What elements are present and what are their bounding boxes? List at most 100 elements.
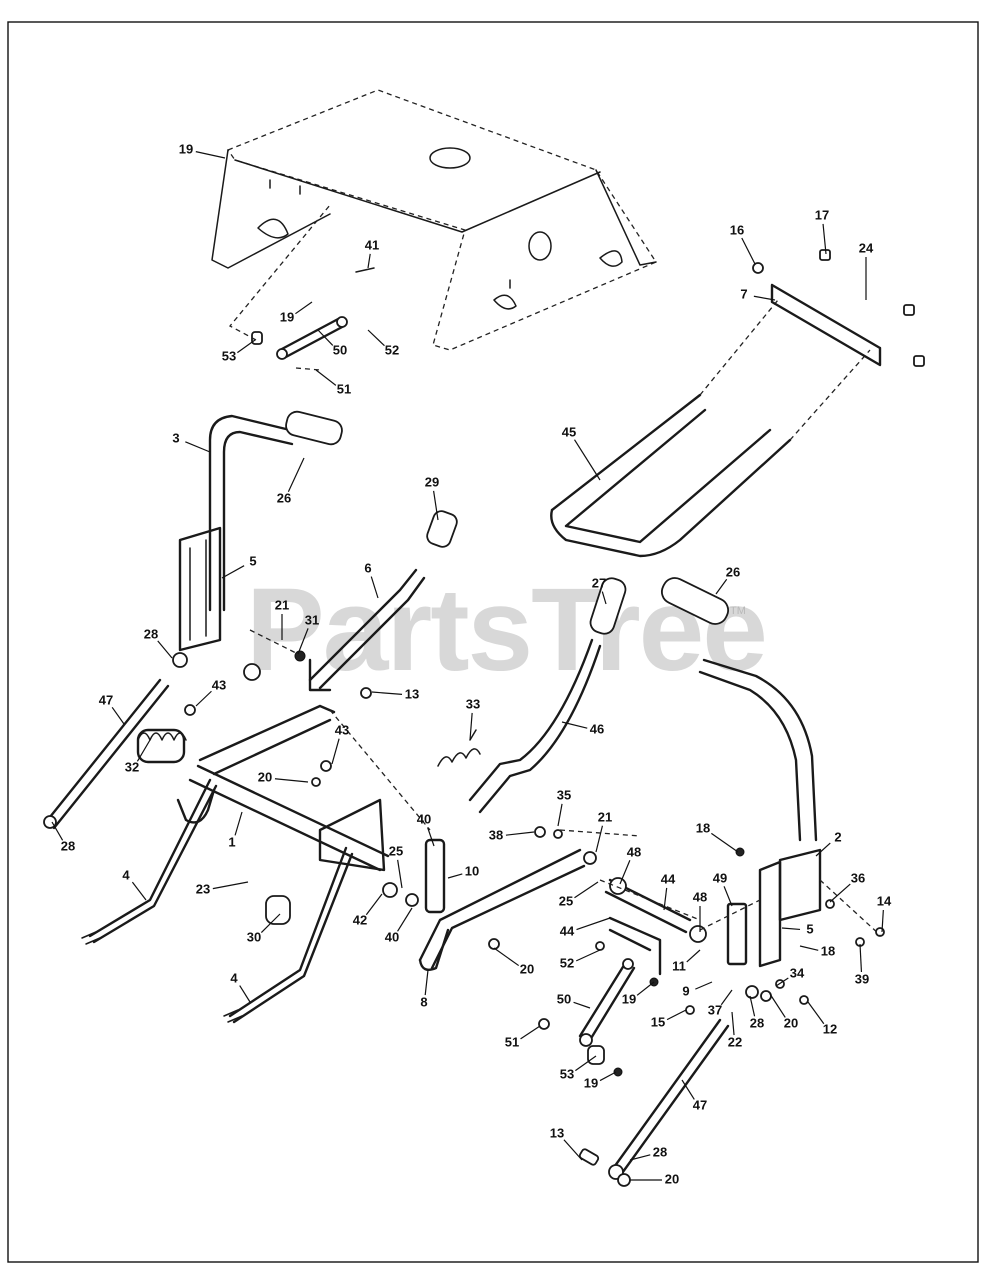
callout-label-38: 38 bbox=[489, 827, 503, 842]
callout-leader-19 bbox=[295, 301, 313, 315]
left-lever-assembly bbox=[172, 410, 343, 681]
callout-label-28: 28 bbox=[653, 1144, 667, 1159]
callout-label-53: 53 bbox=[222, 348, 236, 363]
callout-leader-7 bbox=[753, 295, 776, 301]
watermark-trademark: TM bbox=[730, 605, 746, 617]
callout-leader-28 bbox=[749, 995, 756, 1017]
callout-leader-34 bbox=[775, 977, 789, 987]
callout-leader-53 bbox=[575, 1055, 597, 1072]
callout-leader-26 bbox=[287, 457, 305, 493]
callout-leader-51 bbox=[520, 1025, 541, 1040]
callout-label-20: 20 bbox=[784, 1015, 798, 1030]
callout-label-36: 36 bbox=[851, 870, 865, 885]
callout-label-18: 18 bbox=[821, 943, 835, 958]
callout-leader-27 bbox=[601, 591, 607, 605]
callout-leader-20 bbox=[769, 993, 786, 1018]
callout-leader-52 bbox=[367, 329, 385, 347]
callout-leader-11 bbox=[686, 949, 701, 963]
callout-label-43: 43 bbox=[335, 722, 349, 737]
callout-label-33: 33 bbox=[466, 696, 480, 711]
callout-label-19: 19 bbox=[280, 309, 294, 324]
callout-label-19: 19 bbox=[179, 141, 193, 156]
callout-label-52: 52 bbox=[560, 955, 574, 970]
callout-leader-43 bbox=[331, 738, 340, 765]
callout-leader-40 bbox=[397, 907, 413, 932]
callout-leader-30 bbox=[260, 913, 281, 933]
callout-label-28: 28 bbox=[144, 626, 158, 641]
callout-leader-9 bbox=[695, 981, 713, 990]
callout-leader-19 bbox=[195, 151, 226, 159]
callout-leader-32 bbox=[136, 739, 151, 762]
callout-leader-49 bbox=[723, 886, 733, 907]
callout-label-4: 4 bbox=[122, 867, 130, 882]
callout-label-29: 29 bbox=[425, 474, 439, 489]
callout-label-19: 19 bbox=[622, 991, 636, 1006]
callout-leader-25 bbox=[397, 859, 403, 889]
callout-label-2: 2 bbox=[834, 829, 841, 844]
callout-leader-20 bbox=[493, 947, 520, 967]
callout-label-35: 35 bbox=[557, 787, 571, 802]
callout-label-37: 37 bbox=[708, 1002, 722, 1017]
callout-label-30: 30 bbox=[247, 929, 261, 944]
callout-leader-5 bbox=[221, 565, 245, 579]
callout-label-25: 25 bbox=[389, 843, 403, 858]
callout-leader-19 bbox=[636, 981, 655, 996]
callout-leader-19 bbox=[599, 1071, 617, 1082]
callout-leader-1 bbox=[234, 811, 243, 836]
callout-label-50: 50 bbox=[557, 991, 571, 1006]
callout-label-5: 5 bbox=[249, 553, 256, 568]
callout-leader-26 bbox=[715, 578, 728, 595]
deck-housing bbox=[211, 89, 657, 351]
callout-label-24: 24 bbox=[859, 240, 874, 255]
callout-leader-44 bbox=[663, 887, 668, 911]
callout-leader-44 bbox=[576, 917, 611, 931]
callout-label-3: 3 bbox=[172, 430, 179, 445]
callout-leader-4 bbox=[131, 881, 147, 901]
callout-label-14: 14 bbox=[877, 893, 892, 908]
callout-label-45: 45 bbox=[562, 424, 576, 439]
callout-label-6: 6 bbox=[364, 560, 371, 575]
callout-leader-45 bbox=[573, 439, 601, 481]
alignment-lines bbox=[249, 629, 881, 936]
callout-leader-51 bbox=[315, 369, 337, 386]
callout-leader-42 bbox=[365, 893, 383, 916]
callout-leader-50 bbox=[317, 329, 334, 346]
callout-label-13: 13 bbox=[405, 686, 419, 701]
callout-label-41: 41 bbox=[365, 237, 379, 252]
callout-label-32: 32 bbox=[125, 759, 139, 774]
callout-leader-52 bbox=[575, 949, 601, 962]
callout-label-7: 7 bbox=[740, 286, 747, 301]
callout-leader-35 bbox=[557, 803, 563, 827]
callout-label-21: 21 bbox=[598, 809, 612, 824]
callout-label-34: 34 bbox=[790, 965, 805, 980]
callout-label-44: 44 bbox=[661, 871, 676, 886]
callout-label-44: 44 bbox=[560, 923, 575, 938]
callout-leader-39 bbox=[859, 943, 863, 973]
callout-label-48: 48 bbox=[627, 844, 641, 859]
callout-leader-22 bbox=[731, 1011, 735, 1036]
callout-leader-12 bbox=[807, 1001, 825, 1025]
right-linkage-components bbox=[538, 877, 809, 1077]
callout-label-5: 5 bbox=[806, 921, 813, 936]
callout-label-23: 23 bbox=[196, 881, 210, 896]
callout-label-26: 26 bbox=[726, 564, 740, 579]
callout-label-47: 47 bbox=[693, 1097, 707, 1112]
callout-label-1: 1 bbox=[228, 834, 235, 849]
right-lever-assembly bbox=[660, 577, 885, 968]
cross-shaft-1 bbox=[136, 704, 419, 925]
callout-leader-13 bbox=[371, 691, 403, 695]
callout-label-31: 31 bbox=[305, 612, 319, 627]
callout-label-20: 20 bbox=[520, 961, 534, 976]
callout-leader-33 bbox=[469, 712, 473, 741]
callout-label-25: 25 bbox=[559, 893, 573, 908]
callout-leader-18 bbox=[799, 945, 819, 951]
callout-leader-20 bbox=[274, 778, 309, 783]
callout-leader-14 bbox=[881, 909, 884, 933]
callout-leader-13 bbox=[563, 1139, 583, 1161]
callout-leader-53 bbox=[237, 339, 256, 354]
callout-label-53: 53 bbox=[560, 1066, 574, 1081]
callout-leader-28 bbox=[157, 640, 173, 659]
linkage-rods bbox=[43, 678, 730, 1187]
